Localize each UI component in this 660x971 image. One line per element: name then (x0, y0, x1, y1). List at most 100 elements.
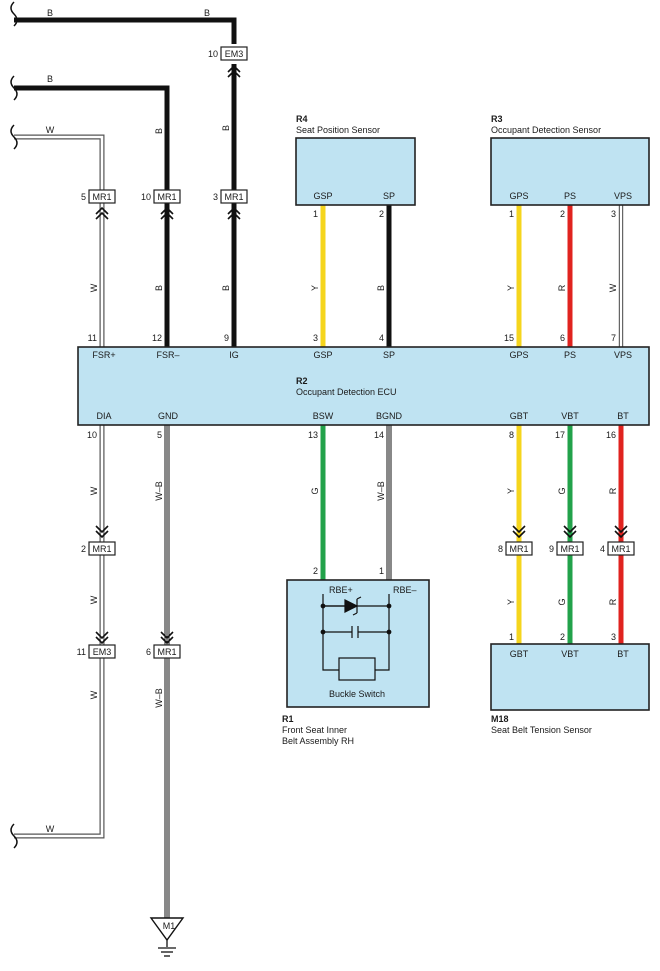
svg-text:VPS: VPS (614, 350, 632, 360)
wire-label-y-gbt-2: Y (506, 599, 516, 605)
wire-label-b-fsr-minus-upper: B (154, 128, 164, 134)
svg-text:8: 8 (498, 544, 503, 554)
svg-text:7: 7 (611, 333, 616, 343)
svg-text:1: 1 (379, 566, 384, 576)
chevron-em3-dia (95, 631, 109, 645)
wire-label-r-bt-1: R (608, 487, 618, 494)
wire-label-wb-gnd-2: W–B (154, 688, 164, 708)
svg-text:MR1: MR1 (611, 544, 630, 554)
svg-text:FSR+: FSR+ (92, 350, 115, 360)
connector-mr1-gnd: MR1 6 (146, 644, 181, 659)
svg-text:3: 3 (213, 192, 218, 202)
svg-text:EM3: EM3 (93, 647, 112, 657)
svg-text:VBT: VBT (561, 649, 579, 659)
svg-text:2: 2 (560, 209, 565, 219)
svg-text:GSP: GSP (313, 191, 332, 201)
svg-text:2: 2 (560, 632, 565, 642)
wire-label-b-fsr-minus-lower: B (154, 285, 164, 291)
connector-mr1-ig: MR1 3 (213, 189, 248, 204)
wire-label-y-gps: Y (506, 285, 516, 291)
wire-label-b-second: B (47, 74, 53, 84)
svg-text:M18: M18 (491, 714, 509, 724)
wire-b-top (14, 17, 237, 44)
svg-text:BT: BT (617, 411, 629, 421)
component-r4: R4 Seat Position Sensor GSP SP 1 2 (295, 114, 416, 219)
svg-text:SP: SP (383, 350, 395, 360)
svg-text:R2: R2 (296, 376, 308, 386)
wire-label-w-dia-2: W (89, 595, 99, 604)
svg-text:Seat Position Sensor: Seat Position Sensor (296, 125, 380, 135)
wire-label-r-ps: R (557, 284, 567, 291)
svg-text:MR1: MR1 (157, 192, 176, 202)
chevron-mr1-fsr-minus (160, 206, 174, 220)
wire-label-r-bt-2: R (608, 598, 618, 605)
connector-mr1-dia: MR1 2 (81, 541, 116, 556)
svg-text:SP: SP (383, 191, 395, 201)
connector-em3-top: EM3 10 (208, 46, 248, 61)
svg-text:Seat Belt Tension Sensor: Seat Belt Tension Sensor (491, 725, 592, 735)
svg-text:1: 1 (313, 209, 318, 219)
chevron-mr1-vbt (563, 525, 577, 539)
wire-b-fsr-minus (14, 85, 170, 347)
svg-text:4: 4 (379, 333, 384, 343)
wire-label-b-sp: B (376, 285, 386, 291)
wire-label-g-vbt-2: G (557, 598, 567, 605)
svg-text:MR1: MR1 (157, 647, 176, 657)
svg-text:12: 12 (152, 333, 162, 343)
component-r1: 2 1 RBE+ RBE– Buckle Switch R1 Front Sea… (282, 566, 430, 746)
wire-label-b-top-2: B (204, 8, 210, 18)
svg-text:GSP: GSP (313, 350, 332, 360)
wire-label-g-vbt-1: G (557, 487, 567, 494)
svg-text:IG: IG (229, 350, 239, 360)
svg-text:15: 15 (504, 333, 514, 343)
svg-text:Occupant Detection Sensor: Occupant Detection Sensor (491, 125, 601, 135)
svg-text:Buckle Switch: Buckle Switch (329, 689, 385, 699)
svg-text:R4: R4 (296, 114, 308, 124)
wire-w-fsr-plus (14, 134, 105, 347)
svg-text:MR1: MR1 (224, 192, 243, 202)
svg-text:BT: BT (617, 649, 629, 659)
buckle-switch-circuit (320, 594, 392, 681)
svg-text:3: 3 (611, 632, 616, 642)
wire-label-w-left-top: W (46, 125, 55, 135)
wire-label-wb-gnd-1: W–B (154, 481, 164, 501)
svg-text:2: 2 (313, 566, 318, 576)
svg-text:1: 1 (509, 209, 514, 219)
svg-text:3: 3 (313, 333, 318, 343)
svg-text:M1: M1 (163, 921, 176, 931)
svg-text:11: 11 (77, 647, 86, 657)
connector-mr1-vbt: MR1 9 (549, 541, 584, 556)
connector-mr1-bt: MR1 4 (600, 541, 635, 556)
svg-text:6: 6 (146, 647, 151, 657)
wire-label-b-ig-lower: B (221, 285, 231, 291)
wire-end-w-top (10, 124, 18, 150)
svg-text:9: 9 (224, 333, 229, 343)
component-r2-ecu: R2 Occupant Detection ECU FSR+ FSR– IG G… (77, 333, 650, 440)
svg-text:VBT: VBT (561, 411, 579, 421)
wire-end-b-second (10, 75, 18, 101)
component-r3: R3 Occupant Detection Sensor GPS PS VPS … (490, 114, 650, 219)
wire-w-dia (14, 425, 105, 839)
svg-text:RBE+: RBE+ (329, 585, 353, 595)
svg-text:MR1: MR1 (560, 544, 579, 554)
svg-text:Occupant Detection ECU: Occupant Detection ECU (296, 387, 397, 397)
ground-m1: M1 (149, 917, 185, 957)
svg-text:5: 5 (81, 192, 86, 202)
svg-text:DIA: DIA (96, 411, 111, 421)
svg-text:GPS: GPS (509, 350, 528, 360)
chevron-em3-top (227, 64, 241, 78)
wire-label-b-ig-upper: B (221, 125, 231, 131)
wire-end-w-bottom (10, 823, 18, 849)
svg-text:4: 4 (600, 544, 605, 554)
svg-text:Belt Assembly RH: Belt Assembly RH (282, 736, 354, 746)
svg-text:1: 1 (509, 632, 514, 642)
svg-text:10: 10 (87, 430, 97, 440)
connector-mr1-gbt: MR1 8 (498, 541, 533, 556)
svg-text:VPS: VPS (614, 191, 632, 201)
connector-em3-dia: EM3 11 (77, 644, 116, 659)
svg-text:MR1: MR1 (509, 544, 528, 554)
svg-text:GND: GND (158, 411, 179, 421)
connector-mr1-fsr-minus: MR1 10 (141, 189, 181, 204)
svg-text:EM3: EM3 (225, 49, 244, 59)
chevron-mr1-gnd (160, 631, 174, 645)
